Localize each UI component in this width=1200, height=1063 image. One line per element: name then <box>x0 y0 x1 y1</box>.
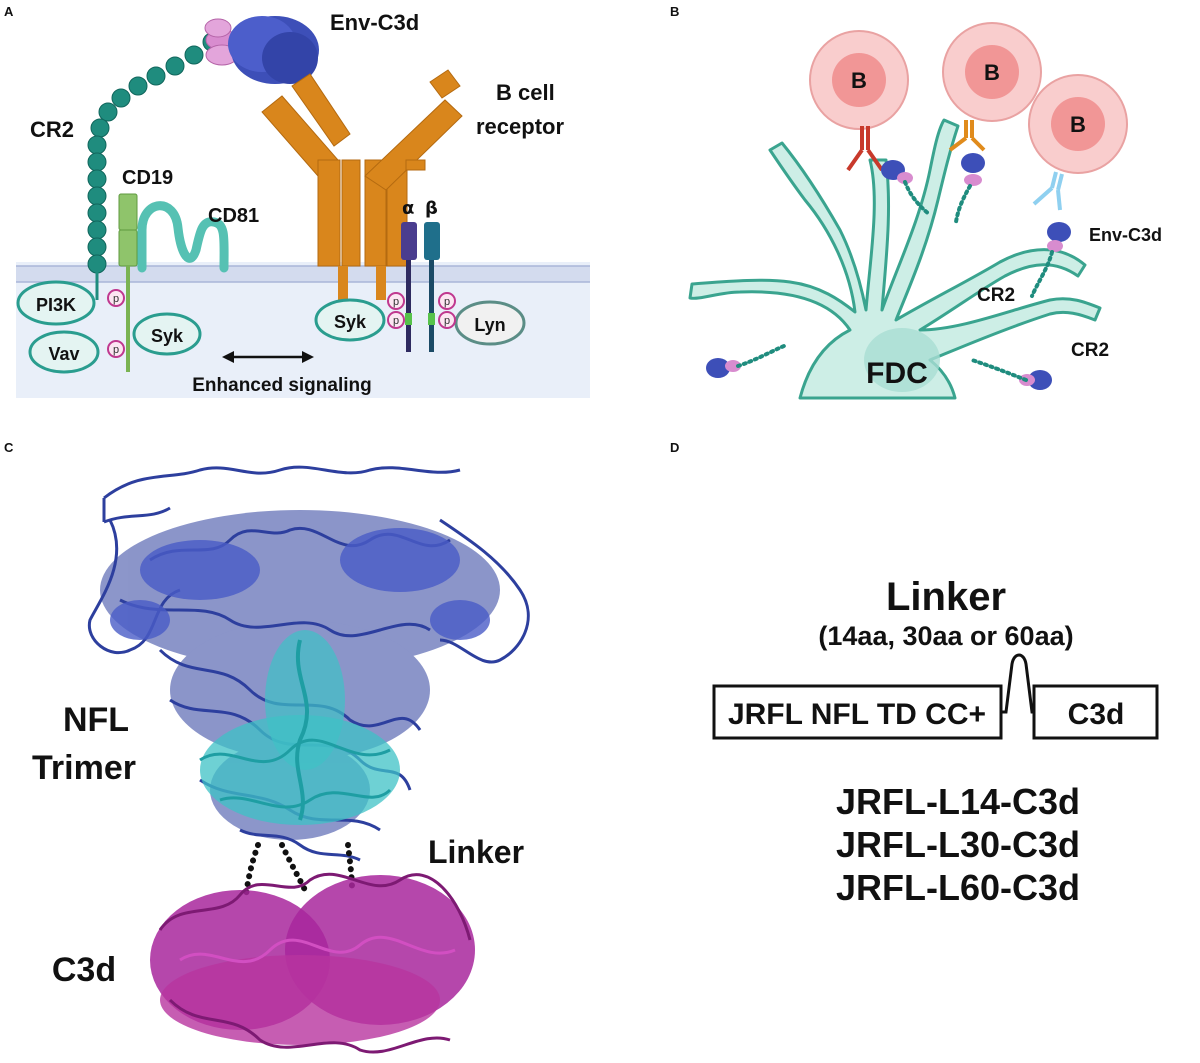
phospho-label: p <box>393 315 399 327</box>
box-left-label: JRFL NFL TD CC+ <box>728 698 986 731</box>
b-cell-3: B <box>1028 74 1128 174</box>
panel-d: D Linker (14aa, 30aa or 60aa) JRFL NFL T… <box>670 440 1159 908</box>
lyn: Lyn <box>454 300 526 346</box>
c3d-ribbon <box>150 872 475 1054</box>
linker-loop <box>1001 653 1034 714</box>
panel-b: B FDC B B B <box>670 4 1162 400</box>
c3d-c-label: C3d <box>52 951 116 989</box>
beta-label: β <box>425 198 438 219</box>
enhanced-signaling-label: Enhanced signaling <box>192 375 371 396</box>
pi3k-label: PI3K <box>36 295 76 315</box>
linker-c-label: Linker <box>428 834 524 870</box>
nfl-label-line2: Trimer <box>32 749 136 787</box>
construct-list: JRFL-L14-C3d JRFL-L30-C3d JRFL-L60-C3d <box>836 781 1080 908</box>
lyn-label: Lyn <box>474 315 505 335</box>
construct-diagram: JRFL NFL TD CC+ C3d <box>712 653 1159 740</box>
b-cell-label: B <box>984 60 1000 85</box>
cd19 <box>118 193 138 372</box>
linker-title: Linker <box>886 575 1006 619</box>
vav-label: Vav <box>48 344 79 364</box>
panel-b-letter: B <box>670 4 679 19</box>
pi3k: PI3K <box>16 280 96 326</box>
phospho-label: p <box>393 296 399 308</box>
cr2-lower-label: CR2 <box>1071 340 1109 361</box>
env-c3d-molecule <box>204 16 319 84</box>
double-arrow-icon <box>222 351 314 363</box>
fdc-label: FDC <box>866 357 928 390</box>
b-cell-receptor <box>261 69 463 267</box>
phospho-label: p <box>113 293 119 305</box>
syk-right-label: Syk <box>334 312 367 332</box>
panel-d-letter: D <box>670 440 679 455</box>
phospho-label: p <box>113 344 119 356</box>
b-cell-2: B <box>942 22 1042 122</box>
construct-item: JRFL-L14-C3d <box>836 781 1080 822</box>
b-cell-1: B <box>809 30 909 130</box>
cr2-bead-chain <box>87 32 222 274</box>
ig-alpha-beta <box>401 222 440 352</box>
linker-options: (14aa, 30aa or 60aa) <box>818 621 1073 651</box>
cr2-dotted-chains <box>736 180 1054 382</box>
panel-a: A <box>4 4 590 398</box>
panel-c-letter: C <box>4 440 14 455</box>
bcr-label-line2: receptor <box>476 114 564 139</box>
box-right-label: C3d <box>1068 698 1125 731</box>
phospho-label: p <box>444 296 450 308</box>
env-c3d-label: Env-C3d <box>330 10 419 35</box>
panel-a-letter: A <box>4 4 14 19</box>
bcr-orange <box>948 120 986 152</box>
alpha-label: α <box>402 198 414 219</box>
bcr-lightblue <box>1032 171 1064 211</box>
nfl-label-line1: NFL <box>63 701 129 739</box>
bcr-red <box>846 126 884 172</box>
cd81-label: CD81 <box>208 205 259 227</box>
b-cell-label: B <box>851 68 867 93</box>
env-c3d-b-label: Env-C3d <box>1089 225 1162 245</box>
cr2-upper-label: CR2 <box>977 285 1015 306</box>
b-cell-label: B <box>1070 112 1086 137</box>
panel-c: C <box>4 440 530 1054</box>
fdc-cell <box>688 118 1102 400</box>
syk-left-label: Syk <box>151 326 184 346</box>
vav: Vav <box>28 330 100 374</box>
syk-right: Syk <box>314 298 386 342</box>
cd81 <box>137 201 229 273</box>
fdc-nucleus <box>864 328 940 392</box>
gp41-core-ribbon <box>199 630 400 825</box>
cr2-label: CR2 <box>30 117 74 142</box>
phospho-label: p <box>444 315 450 327</box>
syk-left: Syk <box>132 312 202 356</box>
nfl-trimer-highlights <box>110 528 490 640</box>
cd19-label: CD19 <box>122 167 173 189</box>
phospho-rings: p p p p p p <box>107 289 456 358</box>
bcr-label-line1: B cell <box>496 80 555 105</box>
membrane-bilayer <box>16 266 590 282</box>
construct-item: JRFL-L60-C3d <box>836 867 1080 908</box>
construct-item: JRFL-L30-C3d <box>836 824 1080 865</box>
